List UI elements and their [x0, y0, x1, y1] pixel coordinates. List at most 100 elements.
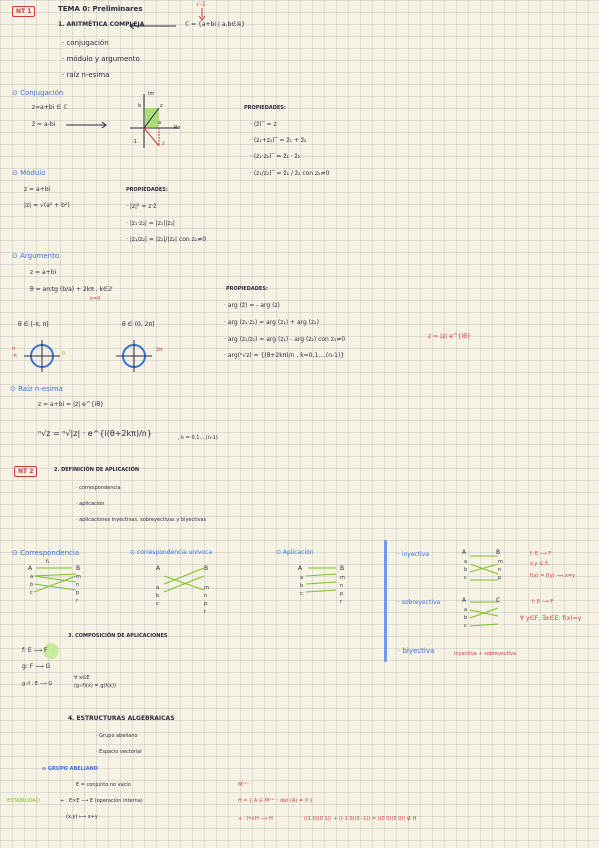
bullet-modulo: · módulo y argumento — [62, 55, 140, 63]
argumento-z: z = a+bi — [30, 269, 57, 276]
arg-prop-2: · arg (z₁·z₂) = arg (z₁) + arg (z₂) — [224, 319, 319, 326]
nt2-tag-label: NT 2 — [18, 468, 34, 475]
corr-n: n — [76, 582, 80, 588]
apl-b: b — [300, 583, 304, 589]
sqrt-note: √-1 — [196, 1, 206, 8]
uni-p: p — [204, 601, 208, 607]
uni-m: m — [204, 585, 209, 591]
sob-c: c — [464, 623, 467, 629]
grupo-e: E = conjunto no vacío — [76, 782, 131, 788]
arg-prop-4: · arg(ⁿ√z) = {(θ+2kπ)/n , k=0,1,...(n-1)… — [224, 352, 345, 359]
def-item-2: · aplicación — [76, 501, 105, 507]
modulo-title: ⊙ Módulo — [12, 169, 46, 177]
iny-def-1: f: E ⟶ F — [530, 551, 552, 557]
corr-m: m — [76, 574, 81, 580]
axis-zbar-label: z̄ — [162, 141, 165, 147]
modulo-prop-2: · |z₁·z₂| = |z₁||z₂| — [126, 220, 175, 227]
zero-label: 0 — [62, 351, 66, 357]
sob-b: b — [464, 615, 468, 621]
axis-im-label: Im — [148, 91, 155, 97]
uni-A: A — [156, 565, 161, 572]
corr-r: r — [76, 598, 79, 604]
bullet-conjugacion: · conjugación — [62, 39, 109, 47]
estr-item-2: · Espacio vectorial — [96, 749, 142, 755]
raiz-k-range: , k = 0,1,...(n-1) — [178, 435, 218, 441]
sob-C: C — [496, 597, 501, 604]
apl-a: a — [300, 575, 304, 581]
iny-diagram — [469, 555, 499, 581]
corr-b: b — [30, 582, 34, 588]
modulo-prop-1: · |z|² = z·z̄ — [126, 203, 157, 210]
apl-B: B — [340, 565, 345, 572]
grupo-op-map: (x,y) ⟼ x+y — [66, 814, 98, 820]
complex-plane-diagram — [130, 94, 178, 148]
nt1-tag: NT 1 — [12, 6, 36, 17]
iny-n: n — [498, 567, 502, 573]
iny-p: p — [498, 575, 502, 581]
corr-f: f₁ — [46, 559, 50, 565]
nt1-tag-label: NT 1 — [16, 8, 32, 15]
argumento-theta: θ = arctg (b/a) + 2kπ , k∈ℤ — [30, 286, 113, 293]
corr-uni-diagram — [163, 567, 205, 593]
biyectiva-def: inyectiva + sobreyectiva — [454, 651, 517, 657]
apl-r: r — [340, 599, 343, 605]
conj-z: z=a+bi ∈ ℂ — [32, 104, 68, 111]
range-2: θ ∈ (0, 2π] — [122, 321, 155, 328]
comp-title: 3. COMPOSICIÓN DE APLICACIONES — [68, 633, 168, 639]
right-arrow-icon — [66, 121, 107, 129]
circle-pi-diagram — [24, 340, 60, 372]
uni-n: n — [204, 593, 208, 599]
sob-def-1: f: E ⟶ F — [532, 599, 554, 605]
nt2-tag: NT 2 — [14, 466, 38, 477]
corr-p: p — [76, 590, 80, 596]
sobreyectiva-label: · sobreyectiva — [398, 599, 441, 606]
corr-title: ⊙ Correspondencia — [12, 549, 80, 557]
apl-c: c — [300, 591, 303, 597]
divider-bar — [384, 540, 387, 662]
raiz-title: ⊙ Raíz n-esima — [10, 385, 63, 393]
apl-A: A — [298, 565, 303, 572]
def-item-3: · aplicaciones inyectivas, sobreyectivas… — [76, 517, 207, 523]
modulo-props-title: PROPIEDADES: — [126, 187, 168, 193]
arg-prop-3: · arg (z₁/z₂) = arg (z₁) - arg (z₂) con … — [224, 336, 346, 343]
page-title: TEMA 0: Preliminares — [58, 5, 143, 13]
corr-c: c — [30, 590, 33, 596]
corr-a: a — [30, 574, 34, 580]
argumento-k0: k=0 — [90, 296, 101, 302]
axis-re-label: Re — [174, 125, 181, 131]
pi-label: π — [12, 346, 16, 352]
comp-l4: ∀ x∈E — [74, 675, 90, 681]
comp-l3: g∘f : E ⟶ G — [22, 681, 53, 687]
argumento-title: ⊙ Argumento — [12, 252, 60, 260]
modulo-prop-3: · |z₁/z₂| = |z₁|/|z₂| con z₂≠0 — [126, 236, 207, 243]
bullet-raiz: · raíz n-esima — [62, 71, 110, 79]
biyectiva-label: · biyectiva — [398, 647, 435, 655]
apl-n: n — [340, 583, 344, 589]
sob-A: A — [462, 597, 467, 604]
conj-prop-1: · (z̄)‾ = z — [250, 121, 277, 128]
iny-B: B — [496, 549, 501, 556]
arg-prop-1: · arg (z̄) = - arg (z) — [224, 302, 280, 309]
circle-2pi-diagram — [116, 340, 152, 372]
grupo-title: ⊙ GRUPO ABELIANO — [42, 766, 99, 772]
uni-b: b — [156, 593, 160, 599]
mat-op: + : H×H ⟶ H — [238, 816, 273, 822]
raiz-z: z = a+bi = |z| e^{iθ} — [38, 401, 104, 408]
down-arrow-icon — [198, 8, 206, 21]
uni-B: B — [204, 565, 209, 572]
corr-B: B — [76, 565, 81, 572]
complex-set-def: ℂ = {a+bi | a,b∈ℝ} — [185, 21, 246, 28]
corr-diagram — [33, 567, 77, 593]
arg-props-title: PROPIEDADES: — [226, 286, 268, 292]
axis-neg-label: -1 — [132, 139, 137, 145]
conj-zbar: z̄ = a-bi — [32, 121, 56, 128]
aplic-diagram — [305, 567, 337, 593]
comp-l1: f: E ⟶ F — [22, 647, 48, 654]
iny-c: c — [464, 575, 467, 581]
def-title: 2. DEFINICIÓN DE APLICACIÓN — [54, 467, 140, 473]
comp-l2: g: F ⟶ G — [22, 663, 51, 670]
axis-b-label: b — [138, 103, 142, 109]
estabilidad-label: · ESTABILIDAD — [4, 798, 40, 804]
estr-item-1: · Grupo abeliano — [96, 733, 138, 739]
uni-a: a — [156, 585, 160, 591]
